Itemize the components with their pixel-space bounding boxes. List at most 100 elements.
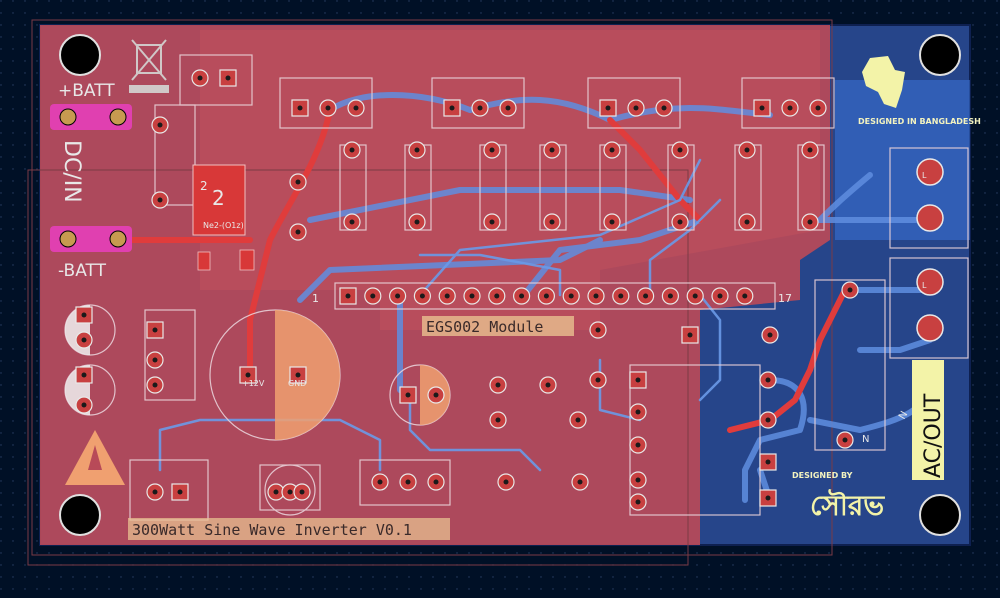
bulk-capacitor — [65, 305, 450, 440]
pad-drill — [744, 219, 750, 225]
pad-drill — [609, 147, 615, 153]
pad-drill — [489, 147, 495, 153]
dc-in-label: DC/IN — [59, 140, 84, 203]
header-pin-last: 17 — [778, 292, 792, 305]
pad-drill — [197, 75, 203, 81]
pad-drill — [635, 499, 641, 505]
pad-drill — [81, 372, 87, 378]
pad-drill — [545, 382, 551, 388]
courtyard-lines — [27, 19, 833, 566]
pad-drill — [81, 402, 87, 408]
pad-drill — [505, 105, 511, 111]
pad-drill — [353, 105, 359, 111]
header-pin-first: 1 — [312, 292, 319, 305]
pad-drill — [687, 332, 693, 338]
designed-by-label: DESIGNED BY — [792, 471, 853, 480]
front-traces — [117, 107, 848, 433]
module-label: EGS002 Module — [426, 318, 543, 336]
pad-drill — [245, 372, 251, 378]
pad-drill — [568, 293, 574, 299]
pad-drill — [744, 147, 750, 153]
pad-drill — [414, 219, 420, 225]
pad-drill — [494, 293, 500, 299]
pad-drill — [405, 392, 411, 398]
pad-drill — [765, 459, 771, 465]
pad-drill — [842, 437, 848, 443]
pad-drill — [677, 219, 683, 225]
pad-drill — [157, 197, 163, 203]
l-label: L — [922, 171, 927, 180]
pad-drill — [419, 293, 425, 299]
pad-drill — [692, 293, 698, 299]
pad-drill — [495, 417, 501, 423]
pad-drill — [152, 327, 158, 333]
pad-drill — [349, 147, 355, 153]
pad-drill — [489, 219, 495, 225]
pad-drill — [635, 377, 641, 383]
pad-drill — [81, 337, 87, 343]
pad-drill — [618, 293, 624, 299]
pad-drill — [635, 442, 641, 448]
pad-drill — [635, 409, 641, 415]
pad-drill — [667, 293, 673, 299]
pad-drill — [677, 147, 683, 153]
l-label-2: L — [922, 281, 927, 290]
pad-drill — [299, 489, 305, 495]
pad-drill — [414, 147, 420, 153]
pad-drill — [295, 179, 301, 185]
pad-drill — [549, 147, 555, 153]
pad-drill — [81, 312, 87, 318]
pad-drill — [345, 293, 351, 299]
n-label-2: N — [897, 410, 910, 422]
pad-drill — [767, 332, 773, 338]
pad-drill — [370, 293, 376, 299]
pad-drill — [847, 287, 853, 293]
pad-drill — [225, 75, 231, 81]
pad-drill — [765, 495, 771, 501]
pad-drill — [405, 479, 411, 485]
designer-name: সৌরভ — [810, 488, 885, 522]
cap-gnd-label: GND — [288, 379, 306, 388]
pads — [75, 69, 859, 511]
pad-drill — [503, 479, 509, 485]
smd-parts — [197, 249, 255, 271]
ac-out-label-box: AC/OUT — [912, 360, 946, 480]
pad-drill — [433, 479, 439, 485]
pad-drill — [643, 293, 649, 299]
pad-drill — [765, 417, 771, 423]
plus-batt-label: +BATT — [58, 81, 115, 101]
mounting-holes — [59, 34, 961, 536]
pad-drill — [495, 382, 501, 388]
pad-drill — [717, 293, 723, 299]
pad-drill — [815, 105, 821, 111]
pad-drill — [152, 382, 158, 388]
pad-drill — [433, 392, 439, 398]
pad-drill — [273, 489, 279, 495]
board-title: 300Watt Sine Wave Inverter V0.1 — [132, 521, 412, 539]
pad-drill — [295, 229, 301, 235]
minus-batt-label: -BATT — [58, 261, 107, 281]
ac-out-label: AC/OUT — [921, 393, 946, 478]
bangladesh-map-icon — [862, 56, 905, 108]
pad-drill — [444, 293, 450, 299]
pad-drill — [549, 219, 555, 225]
battery-terminals — [50, 104, 132, 252]
pad-drill — [295, 372, 301, 378]
pad-drill — [449, 105, 455, 111]
weee-bin-icon — [129, 39, 169, 93]
pad-drill — [152, 357, 158, 363]
pad-drill — [742, 293, 748, 299]
pad-drill — [661, 105, 667, 111]
pad-drill — [605, 105, 611, 111]
pad-drill — [152, 489, 158, 495]
pad-drill — [395, 293, 401, 299]
svg-text:2: 2 — [212, 186, 225, 210]
designed-in-label: DESIGNED IN BANGLADESH — [858, 117, 981, 126]
board-title-box: 300Watt Sine Wave Inverter V0.1 — [128, 518, 450, 540]
pad-drill — [577, 479, 583, 485]
pad-drill — [177, 489, 183, 495]
pad-drill — [349, 219, 355, 225]
pad-drill — [759, 105, 765, 111]
